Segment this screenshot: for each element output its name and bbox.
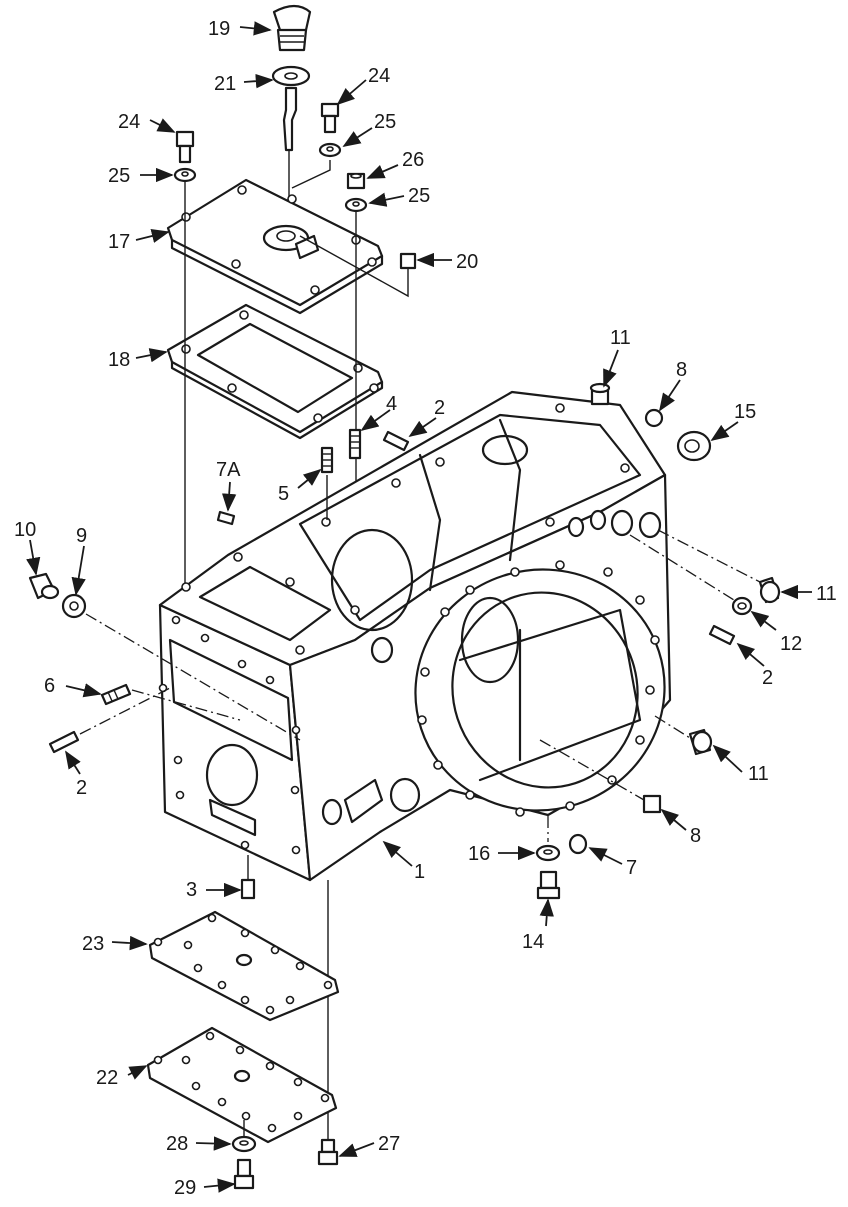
fitting-12 — [731, 596, 753, 616]
callout-25-upper-right: 25 — [374, 111, 396, 133]
washer-9 — [61, 593, 87, 619]
dowel-2-left — [48, 730, 80, 754]
gasket-18 — [166, 303, 384, 440]
fitting-11-top — [589, 382, 611, 406]
callout-3: 3 — [186, 879, 197, 901]
washer-25-left — [173, 167, 197, 183]
callout-12: 12 — [780, 633, 802, 655]
callout-11-top: 11 — [610, 327, 631, 349]
plug-10-centerline — [85, 613, 301, 741]
transmission-housing — [158, 390, 672, 882]
seal-15 — [676, 430, 712, 462]
callout-2-left: 2 — [76, 777, 87, 799]
alignment-line-plug — [299, 235, 409, 298]
washer-25-right-bottom — [344, 197, 368, 213]
stud-6-centerline — [131, 689, 241, 721]
pin-7A — [216, 510, 236, 526]
callout-16: 16 — [468, 843, 490, 865]
bolt-14 — [536, 870, 561, 900]
fitting-11-right — [758, 576, 781, 604]
callout-29: 29 — [174, 1177, 196, 1199]
bottom-gasket-22 — [146, 1026, 338, 1144]
callout-17: 17 — [108, 231, 130, 253]
nut-26 — [346, 172, 366, 190]
callout-5: 5 — [278, 483, 289, 505]
bolt-24-left — [175, 130, 195, 164]
callout-20: 20 — [456, 251, 478, 273]
stud-5 — [320, 446, 334, 474]
plug-8-top — [644, 408, 664, 428]
washer-28 — [231, 1135, 257, 1153]
callout-11-right: 11 — [816, 583, 837, 605]
dowel-2-top — [382, 430, 410, 452]
callout-8-top: 8 — [676, 359, 687, 381]
dipstick-washer — [271, 65, 311, 87]
plug-20 — [399, 252, 417, 270]
plug-8-lower-centerline — [539, 739, 645, 801]
fitting-11-right-centerline — [657, 529, 761, 583]
callout-7: 7 — [626, 857, 637, 879]
bolt-27 — [317, 1138, 339, 1166]
callout-2-top: 2 — [434, 397, 445, 419]
alignment-line-bolt — [291, 160, 331, 189]
callout-6: 6 — [44, 675, 55, 697]
callout-8-lower: 8 — [690, 825, 701, 847]
callout-1: 1 — [414, 861, 425, 883]
callout-9: 9 — [76, 525, 87, 547]
washer-16 — [535, 844, 561, 862]
top-cover-17 — [166, 178, 384, 315]
callout-15: 15 — [734, 401, 756, 423]
bottom-cover-23 — [148, 910, 340, 1022]
callout-22: 22 — [96, 1067, 118, 1089]
washer-25-right-top — [318, 142, 342, 158]
fitting-11-lower-centerline — [654, 715, 691, 739]
callout-18: 18 — [108, 349, 130, 371]
callout-arrows — [26, 21, 812, 1193]
callout-19: 19 — [208, 18, 230, 40]
callout-14: 14 — [522, 931, 544, 953]
stud-6 — [100, 683, 132, 706]
callout-4: 4 — [386, 393, 397, 415]
callout-7A: 7A — [216, 459, 241, 481]
bolt-24-right — [320, 102, 340, 134]
filler-cap — [272, 4, 312, 52]
callout-2-right: 2 — [762, 667, 773, 689]
dowel-2-right — [708, 624, 736, 646]
callout-25-left: 25 — [108, 165, 130, 187]
callout-10: 10 — [14, 519, 36, 541]
fitting-12-centerline — [629, 534, 735, 601]
dowel-3 — [240, 878, 256, 900]
callout-24-left: 24 — [118, 111, 140, 133]
callout-26: 26 — [402, 149, 424, 171]
plug-10 — [28, 572, 60, 600]
bolt-29 — [233, 1158, 255, 1190]
callout-28: 28 — [166, 1133, 188, 1155]
callout-23: 23 — [82, 933, 104, 955]
callout-24-right: 24 — [368, 65, 390, 87]
dowel-2-left-centerline — [79, 687, 171, 735]
callout-21: 21 — [214, 73, 236, 95]
callout-27: 27 — [378, 1133, 400, 1155]
fitting-11-lower — [688, 728, 713, 756]
plug-8-lower — [642, 794, 662, 814]
fitting-7 — [568, 833, 588, 855]
stud-4 — [348, 428, 362, 460]
callout-11-lower: 11 — [748, 763, 769, 785]
callout-25-lower-right: 25 — [408, 185, 430, 207]
